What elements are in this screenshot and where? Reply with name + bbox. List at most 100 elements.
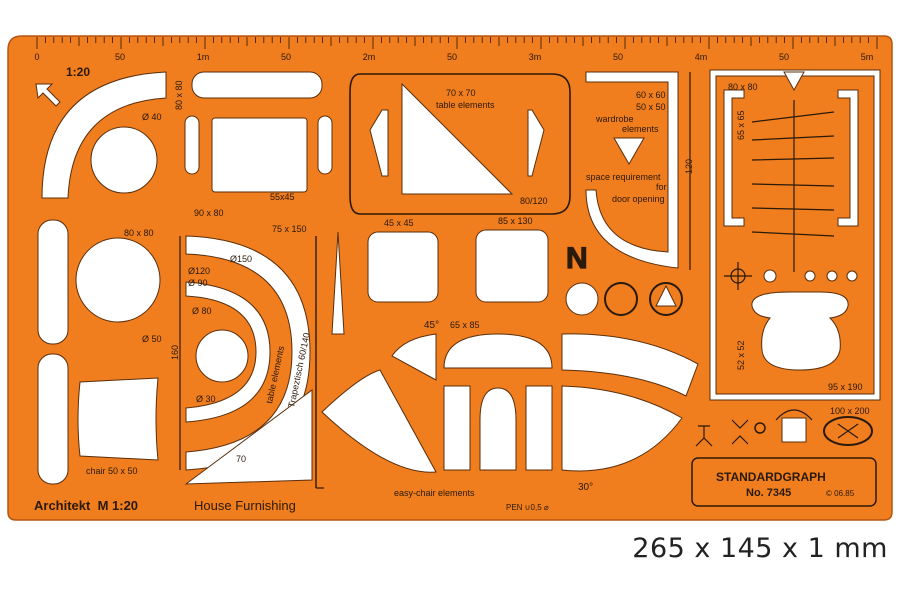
label-easy-chair: easy-chair elements (394, 488, 475, 498)
bed-triangle-cutout (783, 71, 805, 92)
slot-cutout-left-2 (37, 353, 69, 485)
circle-d80-cutout (75, 237, 161, 323)
small-ring-icon (754, 422, 766, 434)
label-80-120: 80/120 (520, 196, 548, 206)
crosshair-ring (730, 268, 746, 284)
label-160: 160 (170, 345, 180, 360)
pen-label: PEN ∪0,5 ⌀ (506, 503, 549, 512)
label-80x80-bed: 80 x 80 (728, 82, 758, 92)
circle-d40-cutout (90, 126, 158, 194)
label-door-opening: door opening (612, 194, 665, 204)
chair-block-right (525, 385, 553, 471)
chair-arc-right-bottom (561, 385, 683, 472)
triangle-small-cutout (655, 284, 677, 307)
ruler-label-5m: 5m (861, 52, 874, 62)
slot-cutout-left-1 (37, 219, 69, 345)
brand-code: © 06.85 (826, 489, 855, 498)
chair-half-round (443, 333, 553, 369)
trapez-table-cutout (184, 389, 313, 485)
label-85x130: 85 x 130 (498, 216, 533, 226)
label-65x85: 65 x 85 (450, 320, 480, 330)
label-for: for (656, 182, 667, 192)
title-center: House Furnishing (194, 498, 296, 513)
label-100x200: 100 x 200 (830, 406, 870, 416)
scale-label: 1:20 (66, 65, 90, 79)
rect-90x80-cutout (211, 117, 308, 193)
arrow-right-cutout (527, 109, 545, 177)
ellipse-x-icon (823, 416, 873, 446)
side-slot-left (184, 115, 200, 175)
label-75x150: 75 x 150 (272, 224, 307, 234)
label-elements: elements (622, 124, 659, 134)
label-d40: Ø 40 (142, 112, 162, 122)
chair-arc-right-top (561, 333, 699, 397)
label-table-elements: table elements (436, 100, 495, 110)
circle-outline-1 (604, 282, 638, 316)
circle-small-cutout (565, 282, 599, 316)
dot-cutout-3 (826, 270, 838, 282)
person-icon (695, 425, 713, 447)
ruler-label-3m: 3m (529, 52, 542, 62)
side-slot-right (317, 115, 333, 175)
ruler-labels: 0 50 1m 50 2m 50 3m 50 4m 50 5m (34, 52, 873, 62)
dot-cutout-1 (763, 269, 777, 283)
ruler-label-250: 50 (447, 52, 457, 62)
dimensions-caption: 265 x 145 x 1 mm (632, 533, 888, 564)
label-d90: Ø 90 (188, 278, 208, 288)
chair-cutout (77, 377, 159, 461)
label-45deg: 45° (424, 320, 439, 331)
label-chair: chair 50 x 50 (86, 466, 138, 476)
door-arc-icon (775, 409, 813, 421)
label-52x52: 52 x 52 (736, 340, 746, 370)
label-45x45: 45 x 45 (384, 218, 414, 228)
swing-icon (731, 419, 749, 445)
label-30deg: 30° (578, 482, 593, 493)
label-120: 120 (684, 159, 694, 174)
semicircle-arc-outer (185, 235, 311, 471)
ellipse-x-lines (837, 423, 859, 439)
bench-cutout (191, 71, 323, 99)
label-d30: Ø 30 (196, 394, 216, 404)
ruler-label-50: 50 (115, 52, 125, 62)
chair-arch (479, 387, 517, 471)
label-space-req: space requirement (586, 172, 661, 182)
ruler-label-1m: 1m (197, 52, 210, 62)
label-80x80-mid: 80 x 80 (124, 228, 154, 238)
quarter-arc-cutout (41, 71, 167, 199)
label-d120: Ø120 (188, 266, 210, 276)
north-letter: N (566, 242, 588, 275)
label-d50: Ø 50 (142, 334, 162, 344)
label-60x60: 60 x 60 (636, 90, 666, 100)
label-70x70: 70 x 70 (446, 88, 476, 98)
toilet-cutout (751, 291, 849, 371)
ruler-label-450: 50 (779, 52, 789, 62)
square-tile-2 (475, 229, 549, 303)
label-wardrobe: wardrobe (595, 114, 634, 124)
circle-outline-2 (649, 282, 683, 316)
ruler-label-4m: 4m (695, 52, 708, 62)
arrow-left-cutout (369, 109, 389, 177)
brand-name: STANDARDGRAPH (716, 470, 826, 484)
label-95x190: 95 x 190 (828, 382, 863, 392)
label-d150: Ø150 (230, 254, 252, 264)
ruler-label-350: 50 (613, 52, 623, 62)
bed-frame-cutout (709, 69, 881, 401)
chair-block-left (443, 385, 471, 471)
label-70: 70 (236, 454, 246, 464)
brand-number: No. 7345 (746, 487, 791, 499)
triangle-frame-lines (349, 73, 571, 215)
needle-cutout (331, 231, 345, 335)
title-left: Architekt M 1:20 (34, 498, 138, 513)
crosshair-icon (724, 262, 752, 290)
square-icon-cutout (781, 417, 807, 443)
ruler-label-150: 50 (281, 52, 291, 62)
label-d80: Ø 80 (192, 306, 212, 316)
bed-bracket-left (723, 89, 745, 227)
chair-wedge-1 (391, 333, 437, 381)
door-opening-cutout (585, 71, 679, 269)
dot-cutout-2 (804, 270, 816, 282)
triangle-table-cutout (401, 82, 514, 195)
square-tile-1 (367, 231, 439, 303)
arrow-icon (35, 83, 61, 107)
